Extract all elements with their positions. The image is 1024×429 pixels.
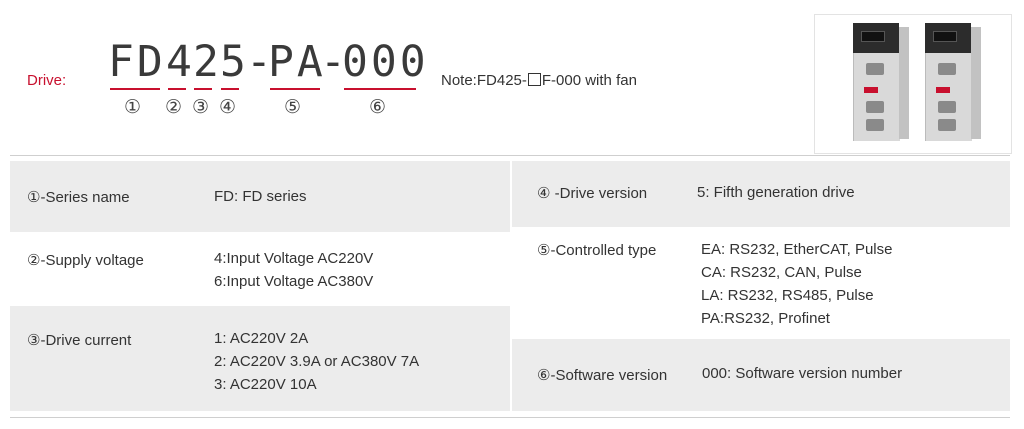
underline-1 bbox=[110, 88, 160, 90]
model-version-code: 5 bbox=[220, 37, 249, 87]
placeholder-box-icon bbox=[527, 73, 541, 86]
model-dash: - bbox=[320, 37, 349, 87]
series-name-label: ①-Series name bbox=[27, 189, 130, 206]
underline-5 bbox=[270, 88, 320, 90]
controlled-type-value-4: PA:RS232, Profinet bbox=[701, 310, 830, 327]
supply-voltage-value-2: 6:Input Voltage AC380V bbox=[214, 273, 374, 290]
drive-current-label: ③-Drive current bbox=[27, 332, 132, 349]
model-type-code: PA bbox=[268, 37, 326, 87]
right-row-bg-2 bbox=[512, 227, 1010, 337]
model-voltage-code: 4 bbox=[166, 37, 195, 87]
model-series-code: FD bbox=[108, 37, 166, 87]
circled-number-1: ① bbox=[124, 96, 142, 118]
circled-number-3: ③ bbox=[192, 96, 210, 118]
drive-unit-left bbox=[853, 23, 909, 141]
circled-number-5: ⑤ bbox=[284, 96, 302, 118]
drive-version-value: 5: Fifth generation drive bbox=[697, 184, 855, 201]
drive-current-value-2: 2: AC220V 3.9A or AC380V 7A bbox=[214, 353, 420, 370]
left-row-bg-2 bbox=[10, 232, 510, 304]
servo-drive-photo bbox=[814, 14, 1012, 154]
supply-voltage-label: ②-Supply voltage bbox=[27, 252, 144, 269]
drive-current-value-1: 1: AC220V 2A bbox=[214, 330, 309, 347]
left-row-shade-1 bbox=[10, 161, 510, 232]
circled-number-2: ② bbox=[165, 96, 183, 118]
supply-voltage-value-1: 4:Input Voltage AC220V bbox=[214, 250, 374, 267]
table-bottom-rule bbox=[10, 417, 1010, 418]
controlled-type-value-3: LA: RS232, RS485, Pulse bbox=[701, 287, 874, 304]
drive-unit-right bbox=[925, 23, 981, 141]
table-top-rule bbox=[10, 155, 1010, 156]
left-row-shade-3 bbox=[10, 306, 510, 411]
underline-3 bbox=[194, 88, 212, 90]
right-row-shade-3 bbox=[512, 339, 1010, 411]
drive-label: Drive: bbox=[27, 72, 67, 89]
note-suffix: F-000 with fan bbox=[541, 72, 637, 89]
underline-6 bbox=[344, 88, 416, 90]
note-text: Note:FD425- F-000 with fan bbox=[441, 72, 637, 89]
note-prefix: Note:FD425- bbox=[441, 72, 527, 89]
software-version-label: ⑥-Software version bbox=[537, 367, 668, 384]
underline-2 bbox=[168, 88, 186, 90]
controlled-type-label: ⑤-Controlled type bbox=[537, 242, 657, 259]
model-dash: - bbox=[246, 37, 275, 87]
circled-number-4: ④ bbox=[219, 96, 237, 118]
series-name-value: FD: FD series bbox=[214, 188, 307, 205]
drive-version-label: ④ -Drive version bbox=[537, 185, 648, 202]
right-row-shade-1 bbox=[512, 161, 1010, 227]
drive-current-value-3: 3: AC220V 10A bbox=[214, 376, 317, 393]
software-version-value: 000: Software version number bbox=[702, 365, 903, 382]
controlled-type-value-2: CA: RS232, CAN, Pulse bbox=[701, 264, 862, 281]
circled-number-6: ⑥ bbox=[369, 96, 387, 118]
underline-4 bbox=[221, 88, 239, 90]
model-current-code: 2 bbox=[193, 37, 222, 87]
controlled-type-value-1: EA: RS232, EtherCAT, Pulse bbox=[701, 241, 893, 258]
model-software-code: 000 bbox=[342, 37, 429, 87]
